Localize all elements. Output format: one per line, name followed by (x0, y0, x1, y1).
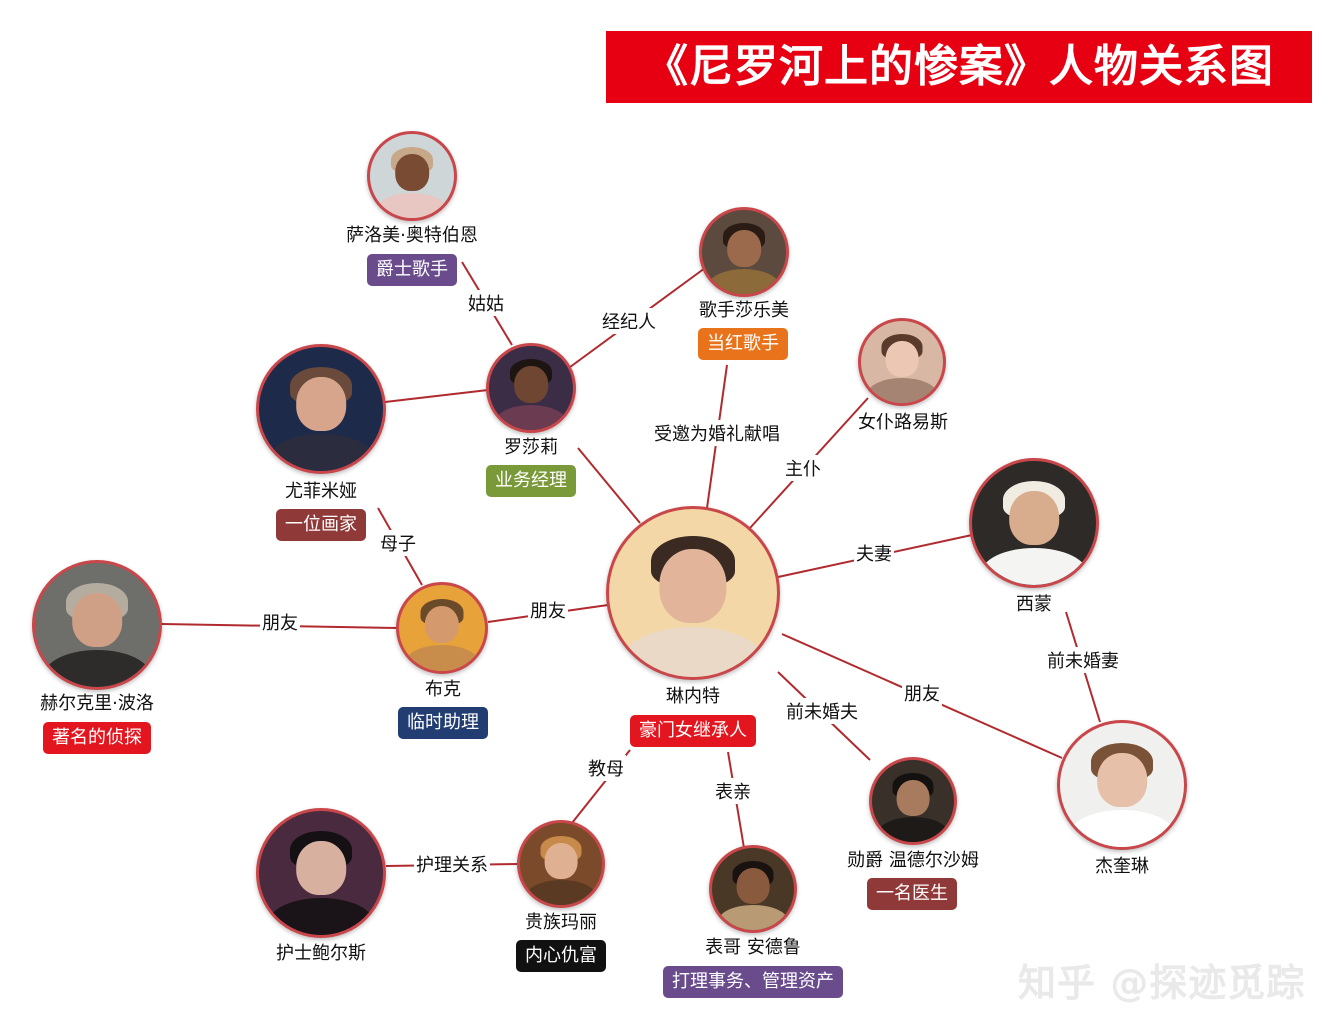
bowers-name: 护士鲍尔斯 (276, 943, 366, 964)
page-title: 《尼罗河上的惨案》人物关系图 (606, 31, 1312, 103)
salome-name: 萨洛美·奥特伯恩 (346, 225, 478, 246)
rosalie-name: 罗莎莉 (504, 437, 558, 458)
euphemia-name: 尤菲米娅 (285, 481, 357, 502)
simon-portrait (969, 458, 1099, 588)
relation-servant: 主仆 (783, 455, 823, 481)
poirot-name: 赫尔克里·波洛 (40, 693, 154, 714)
singer-portrait (699, 207, 789, 297)
relation-godmother: 教母 (586, 755, 626, 781)
salome-tag: 爵士歌手 (367, 254, 457, 286)
relation-couple: 夫妻 (854, 540, 894, 566)
relation-invited: 受邀为婚礼献唱 (652, 420, 782, 446)
relation-cousin: 表亲 (713, 778, 753, 804)
maid-name: 女仆路易斯 (858, 412, 948, 433)
euphemia-portrait (256, 344, 386, 474)
relation-friend-bouc: 朋友 (528, 597, 568, 623)
simon-name: 西蒙 (1016, 594, 1052, 615)
marie-name: 贵族玛丽 (525, 912, 597, 933)
relation-friend-poirot: 朋友 (260, 609, 300, 635)
relation-agent: 经纪人 (600, 308, 658, 334)
singer-tag: 当红歌手 (698, 328, 788, 360)
singer-name: 歌手莎乐美 (699, 300, 789, 321)
bouc-tag: 临时助理 (398, 707, 488, 739)
linnet-portrait (606, 506, 780, 680)
windlesham-name: 勋爵 温德尔沙姆 (847, 850, 979, 871)
marie-tag: 内心仇富 (516, 940, 606, 972)
windlesham-portrait (869, 757, 957, 845)
linnet-name: 琳内特 (666, 686, 720, 707)
windlesham-tag: 一名医生 (867, 878, 957, 910)
relation-ex-fiance: 前未婚夫 (784, 698, 860, 724)
relation-mother-son: 母子 (378, 530, 418, 556)
watermark: 知乎 @探迹觅踪 (1018, 961, 1306, 1005)
poirot-portrait (32, 560, 162, 690)
maid-portrait (858, 318, 946, 406)
andrew-tag: 打理事务、管理资产 (663, 966, 843, 998)
relation-friend-jac: 朋友 (902, 680, 942, 706)
marie-portrait (517, 820, 605, 908)
bouc-portrait (396, 582, 488, 674)
bowers-portrait (256, 808, 386, 938)
relation-nursing: 护理关系 (414, 851, 490, 877)
jacqueline-portrait (1057, 720, 1187, 850)
link-rosalie-linnet (577, 447, 641, 524)
andrew-name: 表哥 安德鲁 (705, 937, 801, 958)
euphemia-tag: 一位画家 (276, 509, 366, 541)
rosalie-tag: 业务经理 (486, 465, 576, 497)
poirot-tag: 著名的侦探 (43, 722, 151, 754)
linnet-tag: 豪门女继承人 (630, 715, 756, 747)
relation-ex-fiancee: 前未婚妻 (1045, 647, 1121, 673)
relation-aunt: 姑姑 (466, 290, 506, 316)
bouc-name: 布克 (425, 679, 461, 700)
rosalie-portrait (486, 343, 576, 433)
andrew-portrait (709, 845, 797, 933)
jacqueline-name: 杰奎琳 (1095, 856, 1149, 877)
link-rosalie-euphemia (384, 389, 489, 403)
salome-portrait (367, 131, 457, 221)
